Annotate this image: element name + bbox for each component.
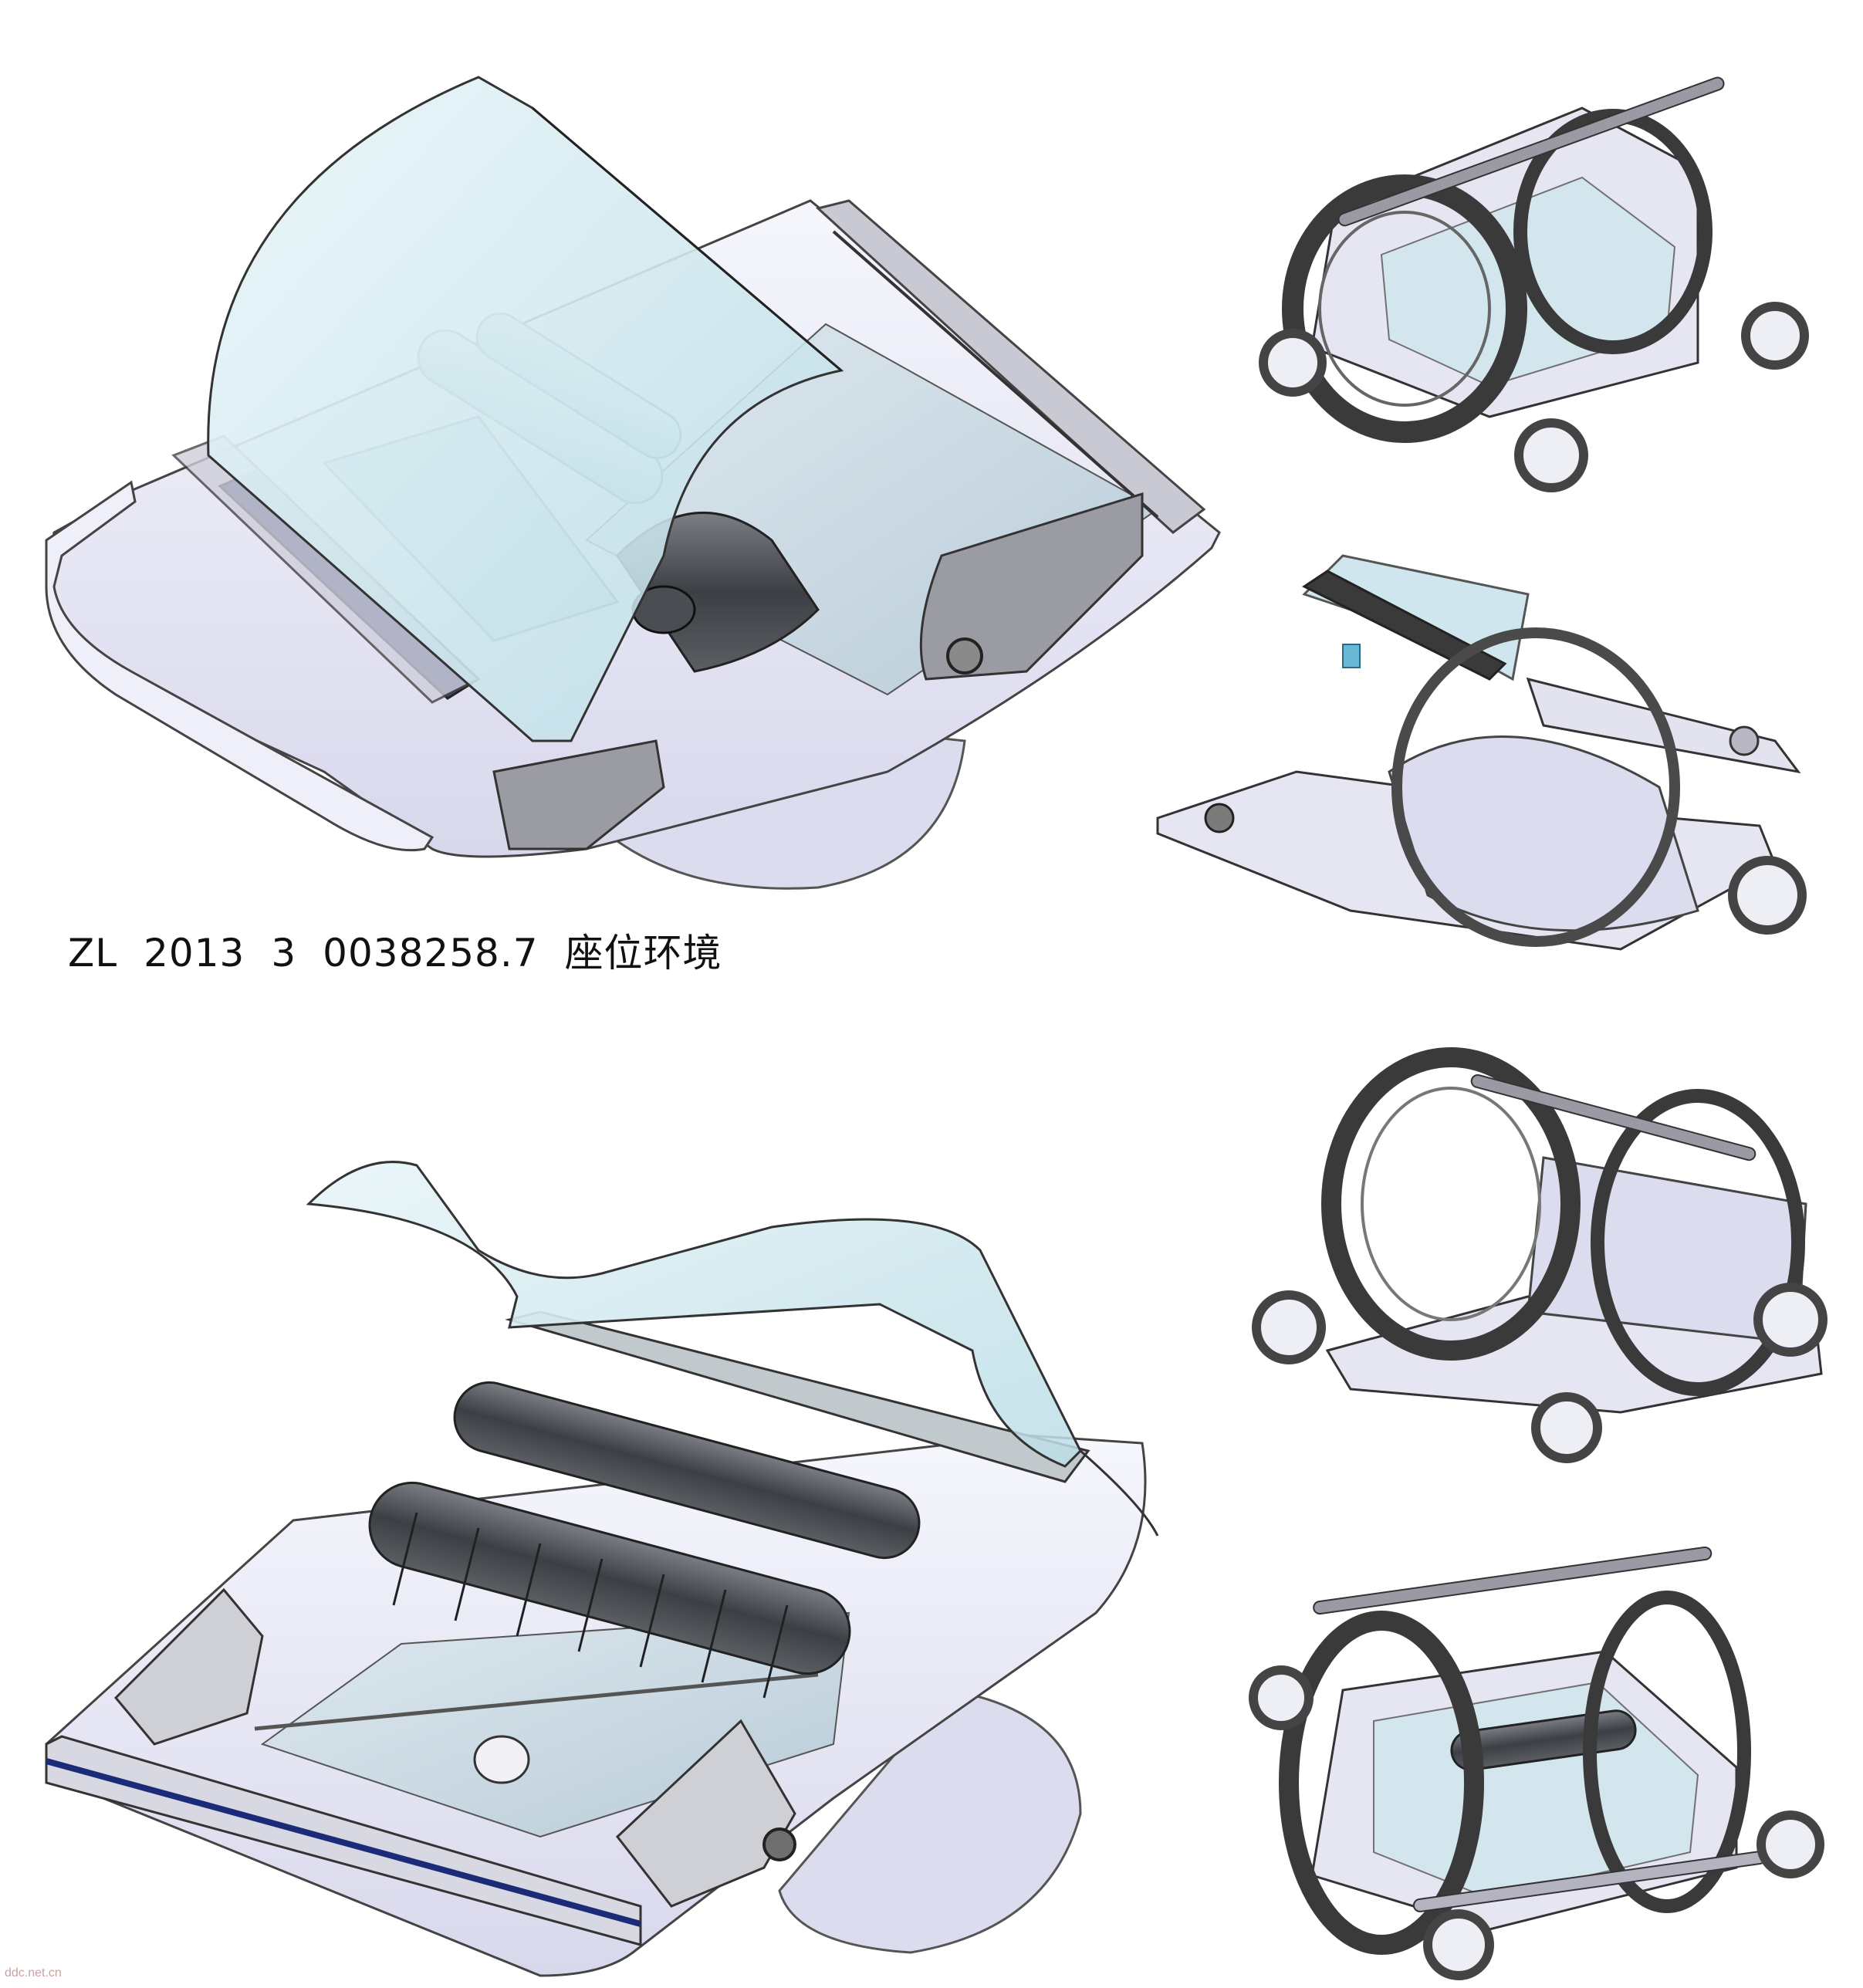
roof-rail xyxy=(1470,1073,1756,1161)
caption-title: 座位环境 xyxy=(564,931,722,975)
patent-caption: ZL 2013 3 0038258.7 座位环境 xyxy=(68,922,749,978)
front-bumper xyxy=(45,480,434,852)
vehicle-view-1 xyxy=(1259,76,1809,492)
ring-frame-back xyxy=(1583,1591,1751,1913)
vehicle-view-4 xyxy=(1249,1546,1824,1980)
caption-year: 2013 xyxy=(144,931,245,975)
ring-frame-back xyxy=(1591,1089,1805,1396)
gear-icon xyxy=(946,637,983,674)
side-plate-front-left xyxy=(113,1587,264,1746)
glass-canopy xyxy=(207,76,844,742)
wheels xyxy=(1252,1283,1827,1463)
ring-frame-front xyxy=(1321,1047,1581,1361)
ring-frame-front xyxy=(1282,174,1527,443)
roller-dark-back xyxy=(453,1381,921,1560)
drum-housing-rear xyxy=(778,1689,1082,1954)
foot-pedal xyxy=(473,1735,530,1784)
roller-dark-front xyxy=(368,1481,851,1675)
vehicle-view-2 xyxy=(1156,554,1807,951)
caption-prefix: ZL xyxy=(68,931,118,975)
wheels xyxy=(1249,1665,1824,1980)
caption-type: 3 xyxy=(271,931,297,975)
top-rail xyxy=(1302,570,1507,681)
bottom-left-seat-unit-view xyxy=(45,1161,1159,1977)
side-plate-left xyxy=(492,739,665,850)
roof-rail xyxy=(1337,76,1725,227)
roof-rail xyxy=(1313,1546,1713,1615)
blue-tag xyxy=(1342,644,1361,668)
top-left-seat-unit-view xyxy=(45,76,1221,890)
accent-stripe xyxy=(45,1758,642,1927)
wheels xyxy=(1259,302,1809,492)
ring-frame xyxy=(1391,627,1680,947)
ring-frame-front xyxy=(1279,1611,1484,1955)
wheel xyxy=(1728,856,1807,935)
side-plate-right xyxy=(919,492,1144,681)
gear-icon xyxy=(762,1827,796,1861)
caption-number: 0038258.7 xyxy=(323,931,539,975)
glass-canopy-rear xyxy=(306,1161,1082,1468)
watermark-text: ddc.net.cn xyxy=(5,1966,62,1980)
vehicle-view-3 xyxy=(1252,1047,1827,1463)
